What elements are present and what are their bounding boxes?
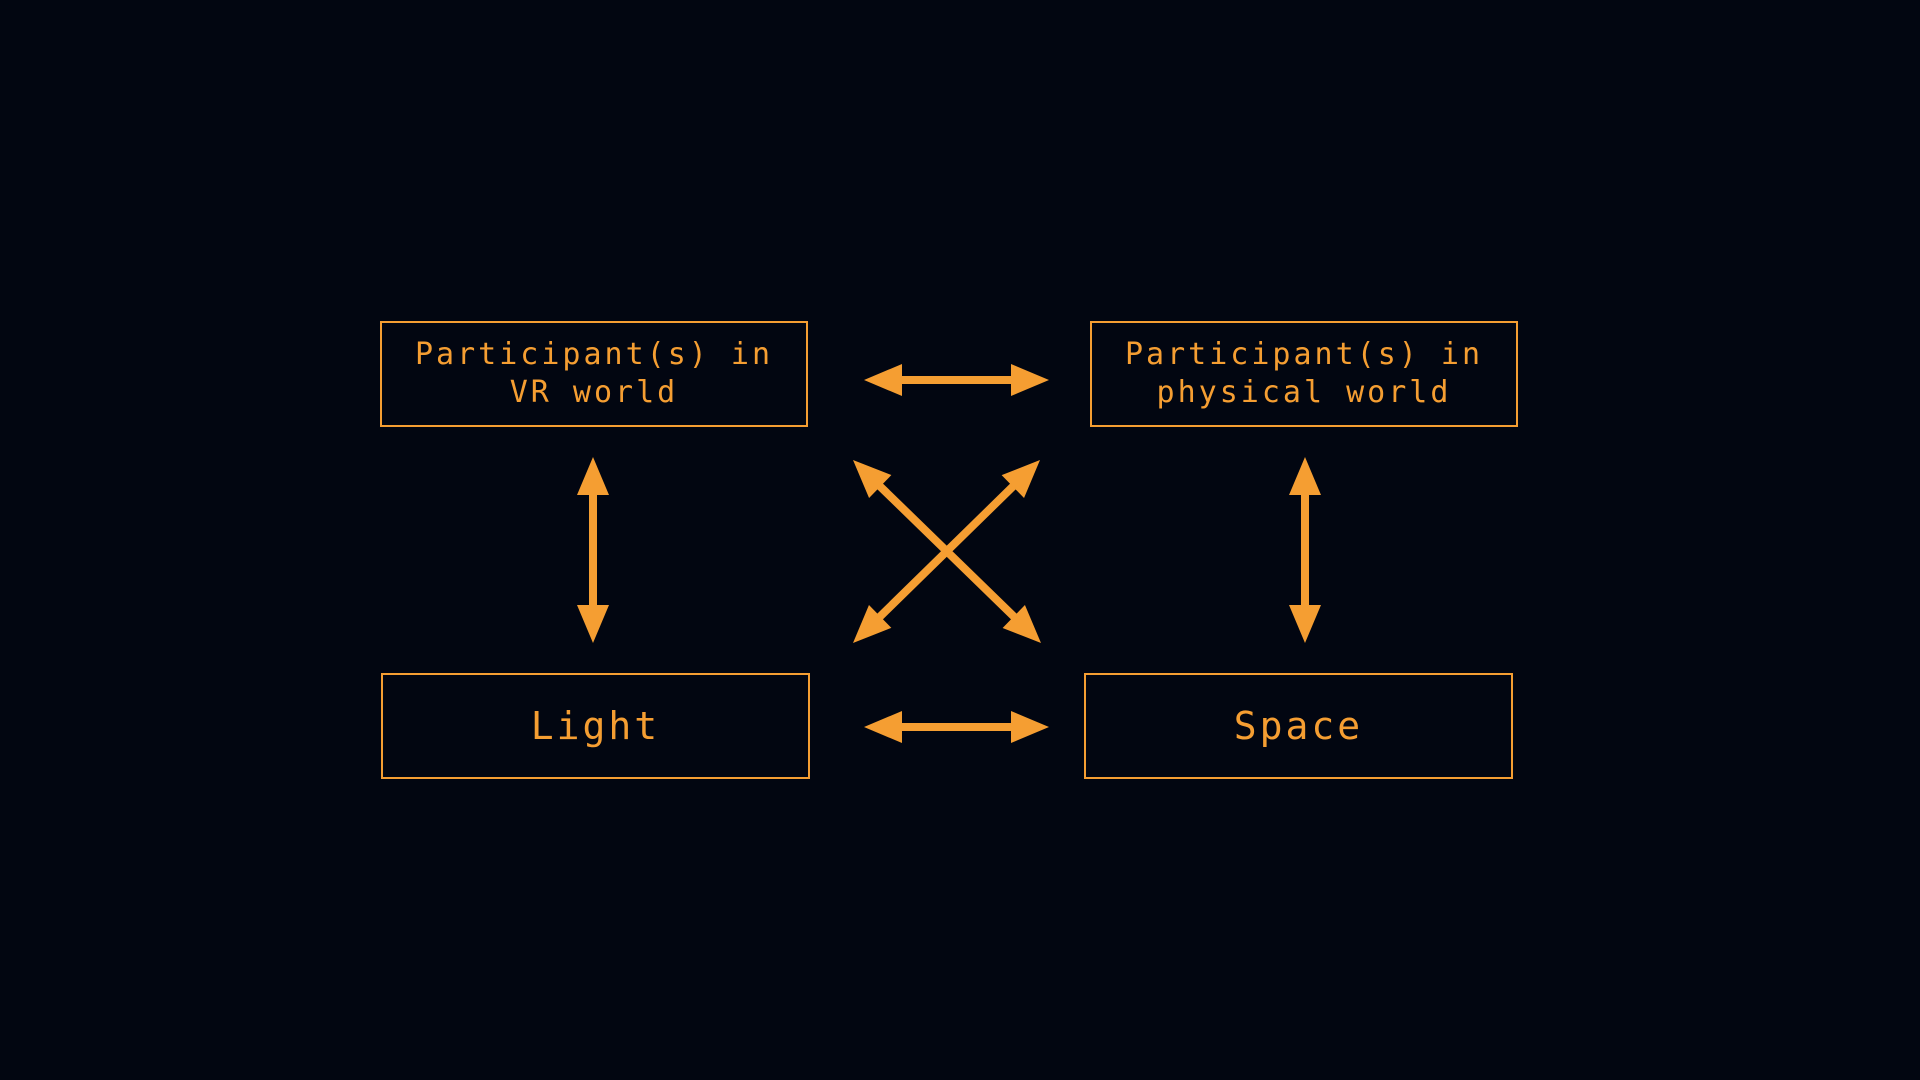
- node-space-label: Space: [1233, 704, 1364, 748]
- node-space: Space: [1084, 673, 1513, 779]
- arrow-shaft: [874, 480, 1019, 623]
- arrowhead-icon: [577, 457, 609, 495]
- arrowhead-icon: [1001, 460, 1040, 499]
- arrowhead-icon: [1002, 605, 1041, 643]
- arrowhead-icon: [864, 364, 902, 396]
- node-vr-line2: VR world: [509, 375, 679, 410]
- node-vr-line1: Participant(s) in: [414, 337, 774, 372]
- arrowhead-icon: [864, 711, 902, 743]
- arrow-physical-light: [853, 460, 1040, 643]
- arrow-light-space: [864, 711, 1049, 743]
- arrowhead-icon: [1289, 605, 1321, 643]
- node-participants-vr-world: Participant(s) in VR world: [380, 321, 808, 427]
- arrowhead-icon: [853, 460, 892, 498]
- node-light-label: Light: [530, 704, 661, 748]
- arrowhead-icon: [1289, 457, 1321, 495]
- node-participants-physical-world: Participant(s) in physical world: [1090, 321, 1518, 427]
- node-physical-line2: physical world: [1156, 375, 1452, 410]
- node-light: Light: [381, 673, 810, 779]
- arrow-vr-physical: [864, 364, 1049, 396]
- arrow-physical-space: [1289, 457, 1321, 643]
- arrow-vr-light: [577, 457, 609, 643]
- node-physical-line1: Participant(s) in: [1124, 337, 1484, 372]
- arrowhead-icon: [577, 605, 609, 643]
- arrowhead-icon: [1011, 364, 1049, 396]
- arrowhead-icon: [1011, 711, 1049, 743]
- arrowhead-icon: [853, 604, 892, 643]
